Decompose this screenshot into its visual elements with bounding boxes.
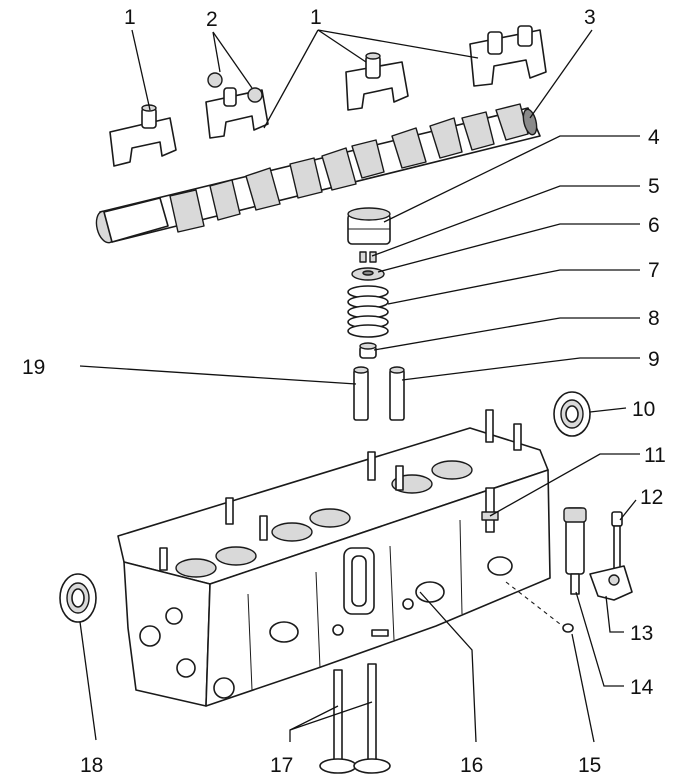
callout-6: 6 — [648, 214, 660, 237]
callout-19: 19 — [22, 356, 45, 379]
callout-3: 3 — [584, 6, 596, 29]
callout-5: 5 — [648, 175, 660, 198]
valve-left — [319, 669, 357, 774]
callout-labels: 1 2 1 3 4 5 6 7 8 9 19 10 11 12 13 14 15… — [22, 6, 666, 777]
alignment-line — [505, 581, 561, 625]
callout-13: 13 — [630, 622, 653, 645]
bearing-cap-left — [109, 104, 177, 167]
leader-lines — [79, 29, 640, 743]
bearing-cap-second — [205, 72, 269, 139]
callout-1-left: 1 — [124, 6, 136, 29]
callout-8: 8 — [648, 307, 660, 330]
spring-retainer — [351, 267, 385, 281]
valve-springs — [347, 285, 389, 338]
callout-14: 14 — [630, 676, 654, 699]
injector-heat-shield — [562, 623, 574, 633]
camshaft-oil-seal — [553, 391, 591, 437]
camshaft — [95, 103, 541, 244]
cylinder-head — [117, 409, 551, 707]
callout-2: 2 — [206, 8, 218, 31]
callout-18: 18 — [80, 754, 103, 777]
callout-1-right: 1 — [310, 6, 322, 29]
clamp-bolt — [611, 511, 623, 575]
callout-11: 11 — [644, 444, 666, 467]
valve-guides — [353, 366, 405, 421]
callout-15: 15 — [578, 754, 601, 777]
injector-clamp — [589, 565, 633, 601]
intermediate-shaft-seal — [59, 573, 97, 623]
callout-16: 16 — [460, 754, 483, 777]
valve-stem-seal — [359, 342, 377, 359]
valve-right — [353, 663, 391, 774]
callout-12: 12 — [640, 486, 663, 509]
callout-9: 9 — [648, 348, 660, 371]
valve-cotters — [359, 251, 377, 263]
callout-4: 4 — [648, 126, 660, 149]
bearing-cap-right — [469, 25, 547, 87]
bearing-cap-middle — [345, 52, 409, 111]
callout-7: 7 — [648, 259, 660, 282]
callout-17: 17 — [270, 754, 293, 777]
bucket-tappet — [347, 207, 391, 245]
callout-10: 10 — [632, 398, 655, 421]
injector — [563, 507, 587, 595]
